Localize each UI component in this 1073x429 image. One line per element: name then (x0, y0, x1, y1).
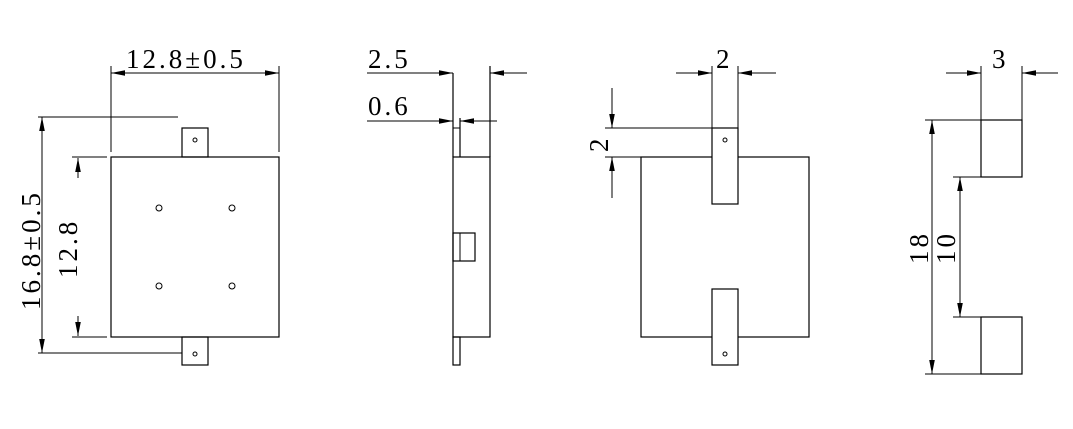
thickness-dimension: 2.5 (368, 44, 411, 74)
side-tab (452, 232, 476, 262)
bottom-terminal (181, 336, 209, 366)
top-terminal (181, 127, 209, 158)
rear-view: 2 2 (584, 44, 810, 366)
side-terminal (452, 336, 461, 366)
terminal-hole (192, 137, 198, 143)
bottom-pad (980, 316, 1023, 375)
side-body (452, 156, 491, 338)
side-view: 2.5 0.6 (367, 44, 527, 366)
front-view: 12.8±0.5 16.8±0.5 12.8 (16, 44, 280, 366)
body-height-dimension: 12.8 (53, 219, 83, 278)
top-pad (980, 119, 1023, 178)
outer-span-dimension: 18 (904, 231, 934, 264)
sound-hole (228, 282, 236, 290)
terminal-hole (192, 351, 198, 357)
sound-hole (155, 204, 163, 212)
sound-hole (228, 204, 236, 212)
pad-width-dimension: 3 (992, 44, 1009, 74)
terminal-hole (722, 137, 728, 143)
rear-bottom-terminal (711, 288, 739, 366)
tab-height-dimension: 2 (584, 136, 614, 153)
width-dimension: 12.8±0.5 (126, 44, 246, 74)
plate-dimension: 0.6 (368, 91, 411, 121)
rear-top-terminal (711, 127, 739, 205)
sound-hole (155, 282, 163, 290)
pad-layout: 3 18 10 (904, 44, 1058, 375)
inner-span-dimension: 10 (931, 231, 961, 264)
overall-height-dimension: 16.8±0.5 (16, 190, 46, 310)
terminal-hole (722, 351, 728, 357)
buzzer-body (110, 156, 280, 338)
tab-width-dimension: 2 (716, 44, 733, 74)
